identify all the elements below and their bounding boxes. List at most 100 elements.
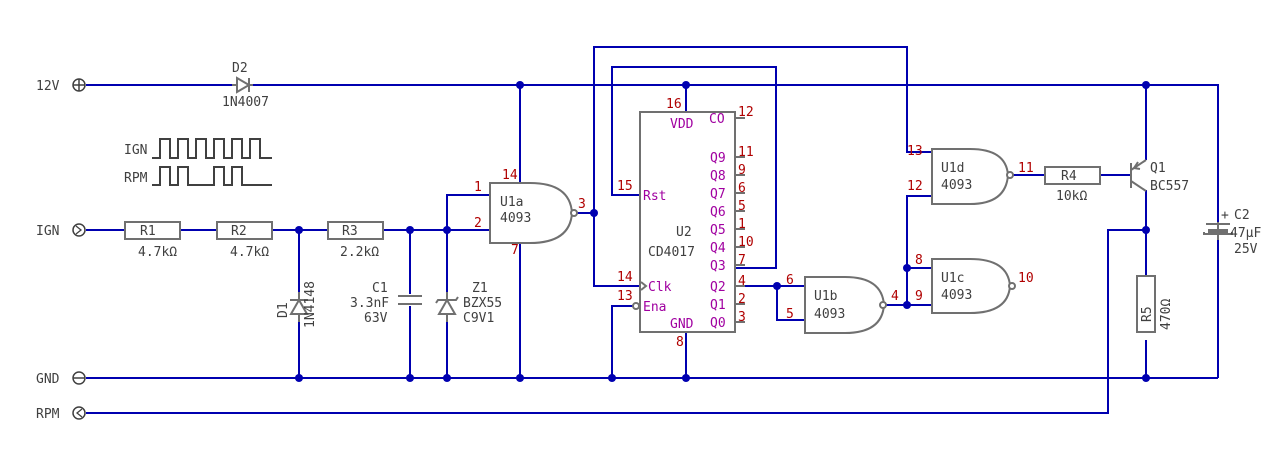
- pin-number: 11: [738, 145, 754, 160]
- gate-part: 4093: [941, 288, 972, 303]
- ic-pin-label: Clk: [648, 280, 672, 295]
- ic-pin-label: Q8: [710, 169, 726, 184]
- terminal-ign: IGN: [36, 223, 86, 239]
- wire-q2-u1b: [735, 285, 805, 321]
- component-name: Z1: [472, 281, 488, 296]
- output-terminal-icon: [72, 406, 86, 420]
- gate-name: U1c: [941, 271, 964, 286]
- gate-name: U1d: [941, 161, 964, 176]
- pin-number: 9: [738, 163, 746, 178]
- polarity-mark: +: [1221, 208, 1229, 223]
- capacitor-c1: C1 3.3nF 63V: [350, 281, 422, 326]
- pin-number: 8: [915, 253, 923, 268]
- component-value: 4.7kΩ: [230, 245, 269, 260]
- inverter-bubble-icon: [1008, 282, 1016, 290]
- component-value: 1N4148: [303, 281, 318, 328]
- inverter-bubble-icon: [879, 301, 887, 309]
- plus-icon: [73, 79, 85, 91]
- resistor-r1: R1 4.7kΩ: [124, 221, 181, 260]
- pin-number: 14: [502, 168, 518, 183]
- component-value: BZX55: [463, 296, 502, 311]
- pin-number: 16: [666, 97, 682, 112]
- pin-number: 7: [738, 253, 746, 268]
- ic-pin-label: Q3: [710, 259, 726, 274]
- wire-12v-rail: [86, 84, 1219, 222]
- pin-number: 3: [578, 197, 586, 212]
- component-name: D1: [276, 302, 291, 318]
- component-value: 3.3nF: [350, 296, 389, 311]
- capacitor-icon: [398, 295, 422, 305]
- terminal-label: 12V: [36, 79, 60, 94]
- ic-pin-label: Rst: [643, 189, 666, 204]
- component-name: R5: [1140, 306, 1155, 322]
- junction-dot: [608, 374, 616, 382]
- junction-dot: [406, 374, 414, 382]
- terminal-gnd: GND: [36, 371, 86, 387]
- component-value: 1N4007: [222, 95, 269, 110]
- transistor-q1: Q1 BC557: [1130, 159, 1189, 194]
- component-name: C2: [1234, 208, 1250, 223]
- clock-edge-icon: [640, 281, 648, 291]
- junction-dot: [295, 374, 303, 382]
- wire-rst-q3: [611, 66, 777, 269]
- terminal-label: GND: [36, 372, 60, 387]
- nand-gate-icon: [931, 148, 1010, 205]
- junction-dot: [682, 374, 690, 382]
- pin-number: 6: [738, 181, 746, 196]
- diode-icon: [236, 76, 251, 94]
- component-value: 2.2kΩ: [340, 245, 379, 260]
- terminal-rpm: RPM: [36, 406, 86, 422]
- pin-number: 6: [786, 273, 794, 288]
- junction-dot: [443, 226, 451, 234]
- component-value: C9V1: [463, 311, 494, 326]
- nand-gate-icon: [931, 258, 1012, 314]
- waveform-legend: IGN RPM: [124, 138, 272, 186]
- pin-number: 10: [1018, 271, 1034, 286]
- junction-dot: [406, 226, 414, 234]
- pin-number: 14: [617, 270, 633, 285]
- inverter-bubble-icon: [632, 302, 640, 310]
- capacitor-c2: + C2 47µF 25V: [1203, 208, 1261, 257]
- junction-dot: [903, 301, 911, 309]
- component-value: 10kΩ: [1056, 189, 1087, 204]
- terminal-12v: 12V: [36, 78, 86, 94]
- ic-name: U2: [676, 225, 692, 240]
- pin-number: 10: [738, 235, 754, 250]
- diode-d2: D2 1N4007: [222, 61, 269, 110]
- junction-dot: [1142, 81, 1150, 89]
- ic-part: CD4017: [648, 245, 695, 260]
- resistor-icon: [124, 221, 181, 240]
- wire-u1a-out: [576, 212, 640, 287]
- ign-waveform-icon: [152, 138, 272, 159]
- ic-pin-label: Q4: [710, 241, 726, 256]
- resistor-r5: R5 470Ω: [1136, 275, 1174, 333]
- component-value: 470Ω: [1159, 299, 1174, 330]
- junction-dot: [516, 81, 524, 89]
- terminal-label: RPM: [36, 407, 60, 422]
- input-terminal-icon: [72, 223, 86, 237]
- ic-u2: VDD 16 GND 8 U2 CD4017 Rst 15 Clk 14 Ena…: [617, 97, 754, 350]
- component-value: 4.7kΩ: [138, 245, 177, 260]
- gate-part: 4093: [814, 307, 845, 322]
- junction-dot: [295, 226, 303, 234]
- component-value: 47µF: [1230, 226, 1261, 241]
- gate-part: 4093: [500, 211, 531, 226]
- pin-number: 7: [511, 243, 519, 258]
- component-name: Q1: [1150, 161, 1166, 176]
- pin-number: 2: [474, 216, 482, 231]
- diode-d1: D1 1N4148: [276, 281, 318, 328]
- arrow-in-icon: [75, 225, 83, 235]
- junction-dot: [682, 81, 690, 89]
- resistor-icon: [327, 221, 384, 240]
- pin-number: 4: [891, 289, 899, 304]
- ic-pin-label: Q0: [710, 316, 726, 331]
- inverter-bubble-icon: [1006, 171, 1014, 179]
- junction-dot: [590, 209, 598, 217]
- wire-ena: [611, 305, 633, 378]
- resistor-icon: [1044, 166, 1101, 185]
- component-name: R2: [231, 224, 247, 239]
- junction-dot: [1142, 374, 1150, 382]
- waveform-ign-label: IGN: [124, 143, 147, 158]
- gate-u1d: U1d 4093 13 12 11: [907, 144, 1034, 205]
